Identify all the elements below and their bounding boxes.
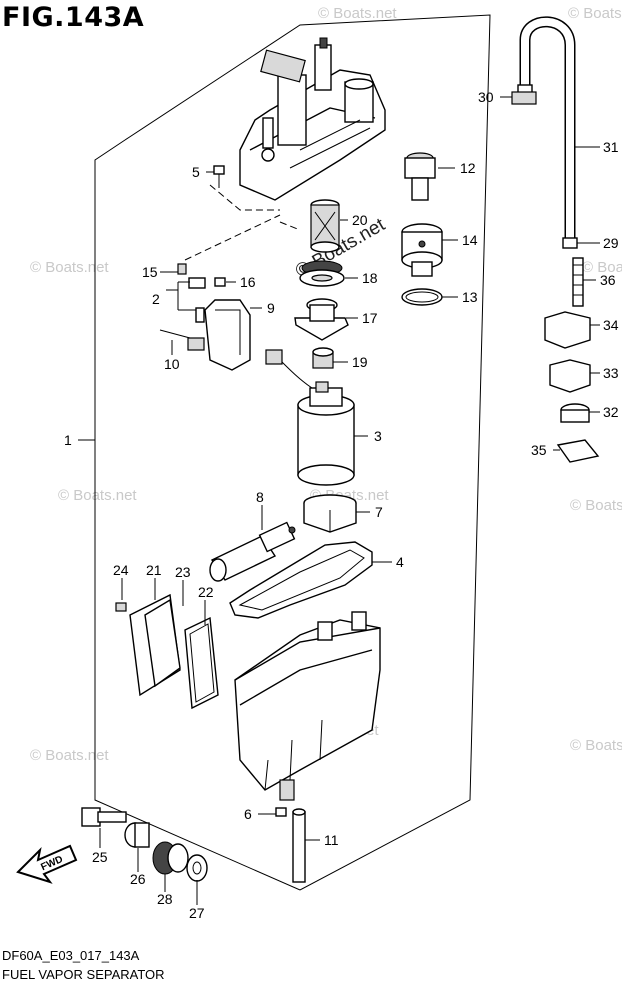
callout-leaders <box>78 96 600 905</box>
float <box>303 494 357 533</box>
callout-28: 28 <box>157 891 173 907</box>
callout-18: 18 <box>362 270 378 286</box>
callout-34: 34 <box>603 317 619 333</box>
callout-7: 7 <box>375 504 383 520</box>
watermark: © Boats.net <box>30 259 109 276</box>
figure-title: FIG.143A <box>2 2 145 33</box>
callout-27: 27 <box>189 905 205 921</box>
callout-33: 33 <box>603 365 619 381</box>
callout-4: 4 <box>396 554 404 570</box>
rubber-mount <box>152 841 189 875</box>
callout-23: 23 <box>175 564 191 580</box>
callout-32: 32 <box>603 404 619 420</box>
watermark: © Boats.net <box>318 5 397 22</box>
callout-14: 14 <box>462 232 478 248</box>
callout-2: 2 <box>152 291 160 307</box>
leader-line <box>279 221 301 231</box>
drain-tube <box>292 811 306 883</box>
washer-27 <box>186 854 208 882</box>
leader-line <box>209 184 280 211</box>
float-chamber <box>234 611 381 801</box>
callout-26: 26 <box>130 871 146 887</box>
watermark: © Boats.net <box>582 259 622 276</box>
callout-29: 29 <box>603 235 619 251</box>
o-ring <box>401 288 443 306</box>
callout-31: 31 <box>603 139 619 155</box>
figure-caption: FUEL VAPOR SEPARATOR <box>2 967 165 982</box>
fuel-pump <box>265 349 355 486</box>
fuel-hose <box>517 16 578 249</box>
callout-24: 24 <box>113 562 129 578</box>
grommet <box>299 260 345 287</box>
drawing-code: DF60A_E03_017_143A <box>2 948 140 963</box>
hose-clip <box>511 91 537 105</box>
seal-ring <box>184 616 219 710</box>
callout-36: 36 <box>600 272 616 288</box>
callout-16: 16 <box>240 274 256 290</box>
callout-labels: 1 2 3 4 5 6 7 8 9 10 11 12 13 14 15 16 1… <box>64 89 619 921</box>
callout-11: 11 <box>324 832 339 848</box>
fwd-arrow: FWD <box>16 844 78 884</box>
gasket <box>229 541 373 619</box>
callout-9: 9 <box>267 300 275 316</box>
callout-5: 5 <box>192 164 200 180</box>
hose-fitting <box>572 257 584 307</box>
bolt-25 <box>81 807 127 827</box>
regulator-cap <box>401 223 443 277</box>
callout-22: 22 <box>198 584 214 600</box>
callout-15: 15 <box>142 264 158 280</box>
screw <box>213 165 225 188</box>
callout-20: 20 <box>352 212 368 228</box>
callout-17: 17 <box>362 310 378 326</box>
assembly-outline <box>94 14 491 891</box>
callout-21: 21 <box>146 562 162 578</box>
callout-8: 8 <box>256 489 264 505</box>
pin <box>159 329 205 351</box>
pump-seal <box>312 347 334 369</box>
leader-line <box>184 214 281 261</box>
bolt <box>177 263 187 275</box>
callout-13: 13 <box>462 289 478 305</box>
separator-cover <box>239 37 386 201</box>
gasket-inner <box>144 598 181 688</box>
callout-12: 12 <box>460 160 476 176</box>
callout-19: 19 <box>352 354 368 370</box>
callout-10: 10 <box>164 356 180 372</box>
collar <box>124 822 150 848</box>
fuel-filter <box>310 199 340 253</box>
watermark: © Boats.net <box>570 737 622 754</box>
clamp <box>549 359 591 393</box>
strainer <box>209 521 296 582</box>
connector-cover <box>204 299 251 371</box>
callout-35: 35 <box>531 442 547 458</box>
pump-bracket <box>294 298 349 341</box>
callout-6: 6 <box>244 806 252 822</box>
callout-3: 3 <box>374 428 382 444</box>
callout-1: 1 <box>64 432 72 448</box>
watermark: © Boats.net <box>570 497 622 514</box>
clamp <box>544 311 591 349</box>
terminal <box>195 307 205 323</box>
watermark: © Boats.net <box>568 5 622 22</box>
watermark: © Boats.net <box>58 487 137 504</box>
drain-screw <box>275 807 287 817</box>
callout-25: 25 <box>92 849 108 865</box>
washer <box>188 277 206 289</box>
screw <box>115 602 127 612</box>
watermark: © Boats.net <box>30 747 109 764</box>
callout-30: 30 <box>478 89 494 105</box>
pressure-regulator <box>404 152 436 201</box>
bracket-clip <box>556 439 600 463</box>
clip <box>214 277 226 287</box>
